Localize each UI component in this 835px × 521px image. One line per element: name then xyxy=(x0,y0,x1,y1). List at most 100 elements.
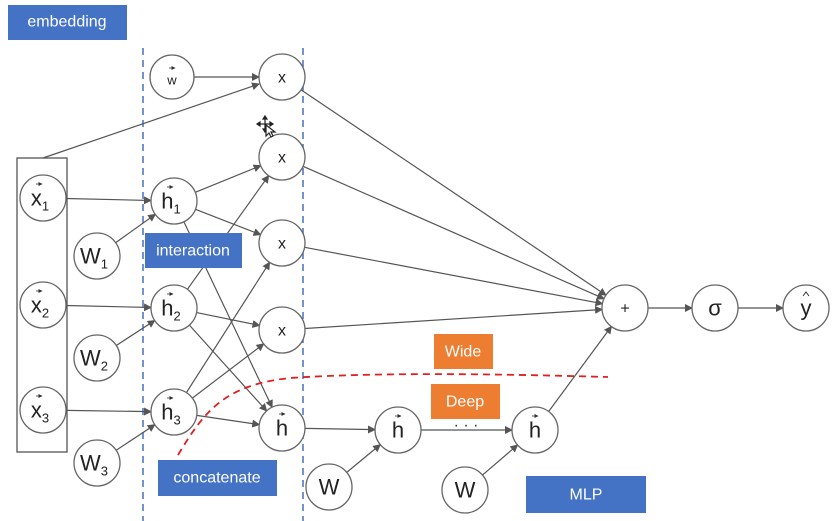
node-subscript: 1 xyxy=(42,199,49,214)
mlp-label: MLP xyxy=(570,487,603,504)
node-label: h xyxy=(161,189,173,214)
edge-W_m2-h_m2 xyxy=(482,444,519,476)
node-W_m1: W xyxy=(305,463,353,511)
node-label: x xyxy=(278,150,286,167)
svg-text:w: w xyxy=(166,73,177,88)
node-x3: x3 xyxy=(19,386,67,434)
concatenate-label-box: concatenate xyxy=(158,460,277,496)
edge-W2-h2 xyxy=(115,319,156,346)
edge-h2-x_b xyxy=(186,174,270,290)
wide-deep-split-line xyxy=(177,373,609,456)
node-W1: W1 xyxy=(73,232,121,280)
mlp-label-box: MLP xyxy=(526,476,646,513)
edge-h3-h xyxy=(196,414,261,428)
svg-text:W3: W3 xyxy=(80,451,108,479)
node-W3: W3 xyxy=(73,439,121,487)
node-label: W xyxy=(80,451,101,476)
node-x_a: x xyxy=(258,53,306,101)
svg-text:W2: W2 xyxy=(80,346,108,374)
edge-x_b-plus xyxy=(302,165,605,300)
edge-W_m1-h_m1 xyxy=(346,444,382,473)
svg-text:x1: x1 xyxy=(31,186,49,214)
node-x2: x2 xyxy=(19,281,67,329)
node-W_m2: W xyxy=(441,466,489,514)
svg-text:W: W xyxy=(319,475,340,500)
node-x_b: x xyxy=(258,133,306,181)
node-subscript: 1 xyxy=(101,257,108,272)
edge-h3-x_d xyxy=(191,343,265,399)
node-label: x xyxy=(31,398,42,423)
node-subscript: 2 xyxy=(174,309,181,324)
wide-label: Wide xyxy=(445,344,482,361)
node-label: w xyxy=(166,73,177,88)
hat-icon xyxy=(802,291,810,297)
node-x1: x1 xyxy=(19,174,67,222)
move-cursor-icon xyxy=(255,114,277,138)
svg-text:x3: x3 xyxy=(31,398,49,426)
edge-h1-x_c xyxy=(195,208,262,236)
svg-text:W1: W1 xyxy=(80,244,108,272)
node-subscript: 2 xyxy=(42,306,49,321)
svg-text:+: + xyxy=(620,301,629,318)
edge-x1-h1 xyxy=(65,196,153,205)
node-h_m1: h xyxy=(374,406,422,454)
node-subscript: 3 xyxy=(42,411,49,426)
edge-h_m2-plus xyxy=(548,325,612,412)
node-subscript: 3 xyxy=(101,464,108,479)
node-h1: h1 xyxy=(150,177,198,225)
node-label: x xyxy=(31,186,42,211)
interaction-label: interaction xyxy=(156,243,230,260)
node-label: x xyxy=(31,293,42,318)
svg-text:x: x xyxy=(278,70,286,87)
svg-text:x: x xyxy=(278,150,286,167)
node-label: h xyxy=(529,418,541,443)
edge-h2-h xyxy=(188,324,268,412)
node-label: W xyxy=(80,346,101,371)
embedding-label: embedding xyxy=(27,14,106,31)
node-W2: W2 xyxy=(73,334,121,382)
node-yhat: y xyxy=(782,284,830,332)
wide-label-box: Wide xyxy=(434,334,493,369)
svg-text:h2: h2 xyxy=(161,296,180,324)
node-label: + xyxy=(620,301,629,318)
node-subscript: 1 xyxy=(174,202,181,217)
node-label: W xyxy=(80,244,101,269)
edge-W1-h1 xyxy=(115,213,157,244)
deep-label: Deep xyxy=(446,394,484,411)
node-label: σ xyxy=(708,296,722,321)
node-plus: + xyxy=(601,284,649,332)
node-w: w xyxy=(149,54,195,100)
edge-x2-h2 xyxy=(65,303,153,312)
svg-text:h: h xyxy=(276,416,288,441)
node-sigma: σ xyxy=(691,284,739,332)
edge-W3-h3 xyxy=(115,424,156,451)
svg-text:x: x xyxy=(278,323,286,340)
node-h_m2: h xyxy=(511,406,559,454)
node-subscript: 3 xyxy=(174,413,181,428)
concatenate-label: concatenate xyxy=(173,470,260,487)
edge-h3-x_c xyxy=(185,261,271,393)
node-label: x xyxy=(278,323,286,340)
edge-x_c-plus xyxy=(304,246,604,307)
node-label: h xyxy=(161,296,173,321)
svg-text:σ: σ xyxy=(708,296,722,321)
node-x_d: x xyxy=(258,306,306,354)
node-h3: h3 xyxy=(150,388,198,436)
svg-text:y: y xyxy=(801,296,812,321)
node-h2: h2 xyxy=(150,284,198,332)
svg-text:h1: h1 xyxy=(161,189,180,217)
svg-text:h: h xyxy=(529,418,541,443)
svg-text:x2: x2 xyxy=(31,293,49,321)
svg-text:x: x xyxy=(278,236,286,253)
node-label: x xyxy=(278,70,286,87)
edge-x3-h3 xyxy=(65,407,153,416)
node-label: W xyxy=(319,475,340,500)
node-label: h xyxy=(392,418,404,443)
edge-h1-x_b xyxy=(195,164,262,193)
node-label: x xyxy=(278,236,286,253)
edge-h2-x_d xyxy=(196,312,261,328)
interaction-label-box: interaction xyxy=(145,233,242,268)
ellipsis: · · · xyxy=(454,417,479,434)
